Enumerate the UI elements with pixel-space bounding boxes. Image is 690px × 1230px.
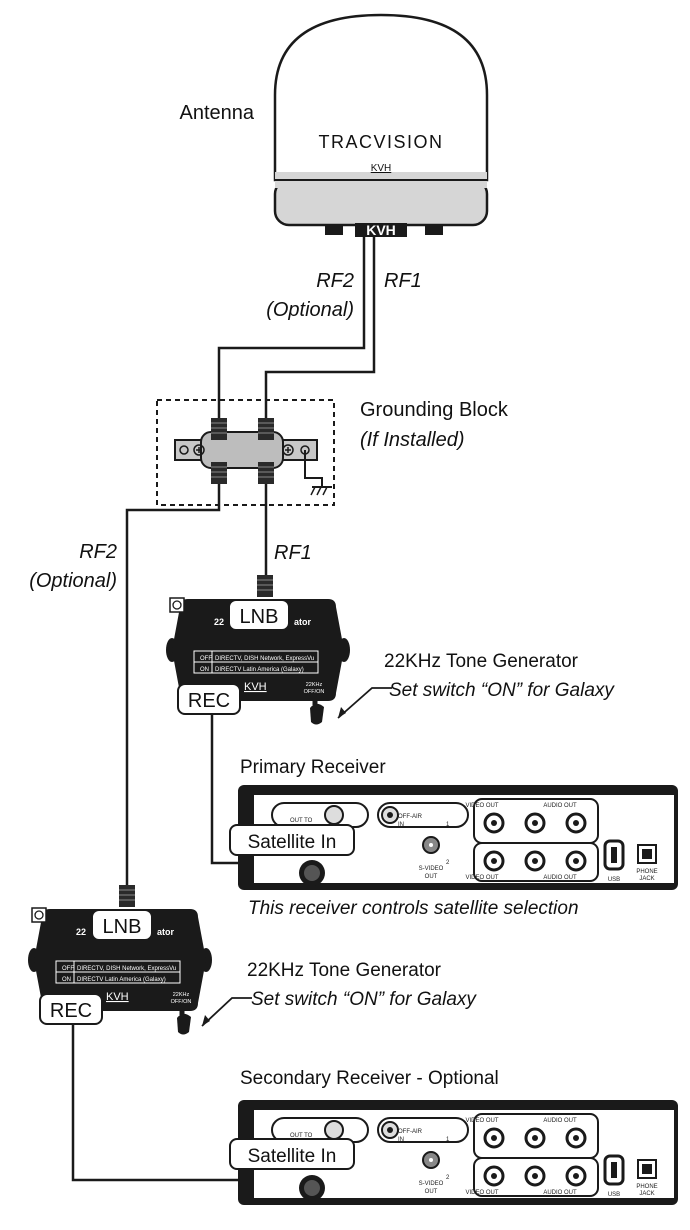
switch2-label-22khz: 22KHz (173, 992, 190, 998)
switch2-row-1-state: OFF (62, 966, 74, 972)
tone-title-1: 22KHz Tone Generator (384, 651, 579, 672)
rf2-left-note: (Optional) (29, 570, 117, 592)
secondary-svideo-2: OUT (425, 1189, 438, 1195)
secondary-svideo-1: S-VIDEO (419, 1181, 444, 1187)
secondary-satellite-in: Satellite In (248, 1146, 337, 1167)
primary-svideo-2: OUT (425, 874, 438, 880)
secondary-row-2: 2 (446, 1175, 450, 1181)
primary-row-1: 1 (446, 822, 450, 828)
rf2-left-label: RF2 (79, 541, 117, 563)
secondary-video-out-bottom: VIDEO OUT (465, 1190, 498, 1196)
antenna-kvh-logo: KVH (371, 163, 392, 174)
primary-svideo-1: S-VIDEO (419, 866, 444, 872)
lnb-label-2: LNB (103, 916, 142, 938)
secondary-usb: USB (608, 1192, 620, 1198)
tone-instruction-2: Set switch “ON” for Galaxy (251, 989, 477, 1010)
switch2-row-2-desc: DIRECTV Latin America (Galaxy) (77, 977, 166, 983)
switch-label-22khz: 22KHz (306, 682, 323, 688)
switch2-kvh-logo: KVH (106, 991, 129, 1003)
secondary-receiver-title: Secondary Receiver - Optional (240, 1068, 499, 1089)
primary-satellite-in-box (229, 824, 355, 856)
tone-pointer-1 (337, 687, 392, 719)
grounding-block-enclosure (156, 399, 335, 506)
secondary-phone-1: PHONE (636, 1184, 657, 1190)
switch-header-right: ator (294, 617, 312, 627)
lnb-label-box-2 (91, 909, 153, 941)
switch2-row-1-desc: DIRECTV, DISH Network, ExpressVu (77, 966, 176, 972)
grounding-block-title: Grounding Block (360, 399, 509, 421)
switch-label-offon: OFF/ON (304, 689, 325, 695)
tone-pointer-2 (201, 997, 252, 1027)
rf1-cable-top (264, 237, 376, 418)
tone-instruction-1: Set switch “ON” for Galaxy (389, 680, 615, 701)
primary-out-to: OUT TO (290, 818, 313, 824)
grounding-block (174, 417, 332, 496)
primary-audio-out-top: AUDIO OUT (543, 803, 577, 809)
lnb-switch-box-primary (165, 574, 351, 725)
secondary-sat-cable (71, 1010, 240, 1182)
antenna-brand-text: TRACVISION (318, 132, 443, 152)
rec-label-box-2 (39, 993, 103, 1025)
rf-cables (71, 237, 376, 1182)
switch-header-left: 22 (214, 617, 224, 627)
rf1-top-label: RF1 (384, 270, 422, 292)
primary-receiver-note: This receiver controls satellite selecti… (248, 898, 579, 919)
rf2-top-label: RF2 (316, 270, 354, 292)
primary-row-2: 2 (446, 860, 450, 866)
rec-label: REC (188, 690, 230, 712)
secondary-audio-out-top: AUDIO OUT (543, 1118, 577, 1124)
secondary-phone-2: JACK (639, 1191, 654, 1197)
switch-row-1-desc: DIRECTV, DISH Network, ExpressVu (215, 656, 314, 662)
primary-satellite-in: Satellite In (248, 832, 337, 853)
secondary-video-out-top: VIDEO OUT (465, 1118, 498, 1124)
grounding-block-note: (If Installed) (360, 429, 464, 451)
primary-video-out-top: VIDEO OUT (465, 803, 498, 809)
antenna-label: Antenna (179, 102, 254, 124)
switch-row-1-state: OFF (200, 656, 212, 662)
secondary-satellite-in-box (229, 1138, 355, 1170)
primary-usb: USB (608, 877, 620, 883)
tone-pointer-1-head (338, 707, 346, 718)
switch-row-2-desc: DIRECTV Latin America (Galaxy) (215, 667, 304, 673)
primary-phone-1: PHONE (636, 869, 657, 875)
primary-phone-2: JACK (639, 876, 654, 882)
rec-label-2: REC (50, 1000, 92, 1022)
switch-row-2-state: ON (200, 667, 209, 673)
antenna-base-logo: KVH (366, 222, 396, 238)
primary-receiver-title: Primary Receiver (240, 757, 386, 778)
switch2-label-offon: OFF/ON (171, 999, 192, 1005)
lnb-switch-box-secondary (27, 884, 213, 1035)
lnb-label-box (228, 599, 290, 631)
secondary-out-to: OUT TO (290, 1133, 313, 1139)
rf1-mid-label: RF1 (274, 542, 312, 564)
switch2-header-left: 22 (76, 927, 86, 937)
tone-title-2: 22KHz Tone Generator (247, 960, 442, 981)
switch2-header-right: ator (157, 927, 175, 937)
rec-label-box (177, 683, 241, 715)
rf2-top-note: (Optional) (266, 299, 354, 321)
secondary-audio-out-bottom: AUDIO OUT (543, 1190, 577, 1196)
secondary-row-1: 1 (446, 1137, 450, 1143)
secondary-off-air-2: IN (398, 1137, 404, 1143)
secondary-off-air-1: OFF-AIR (398, 1129, 423, 1135)
primary-off-air-2: IN (398, 822, 404, 828)
primary-video-out-bottom: VIDEO OUT (465, 875, 498, 881)
lnb-label: LNB (240, 606, 279, 628)
primary-off-air-1: OFF-AIR (398, 814, 423, 820)
rf2-cable-top (217, 237, 366, 418)
antenna-dome (273, 13, 489, 237)
switch-kvh-logo: KVH (244, 681, 267, 693)
tone-pointer-2-head (202, 1015, 210, 1026)
primary-audio-out-bottom: AUDIO OUT (543, 875, 577, 881)
switch2-row-2-state: ON (62, 977, 71, 983)
rf2-cable-lower (125, 483, 221, 887)
